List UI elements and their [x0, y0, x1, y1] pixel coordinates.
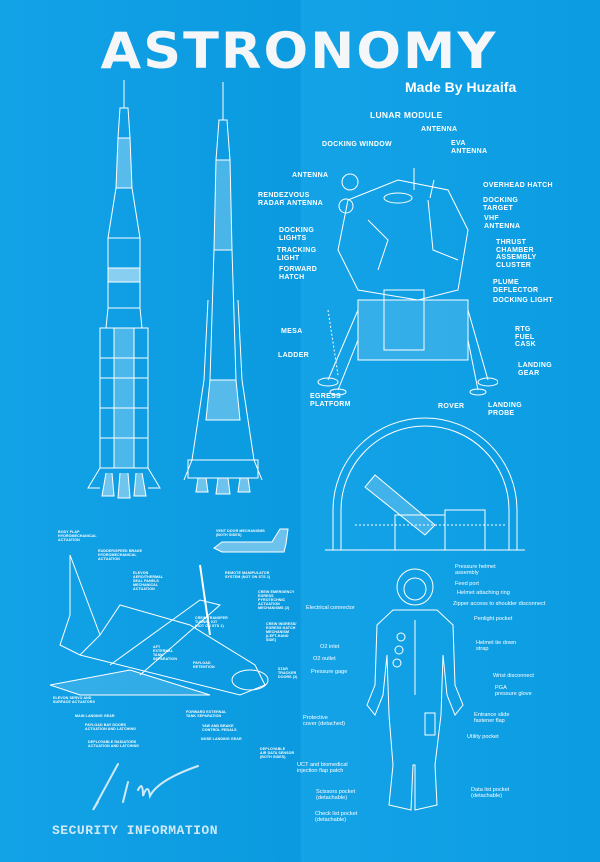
suit-label: Pressure gage [311, 669, 348, 675]
suit-label: UCT and biomedical injection flap patch [297, 762, 348, 775]
suit-label: PGA pressure glove [495, 685, 532, 698]
shuttle-label: REMOTE MANIPULATOR SYSTEM (NOT ON STS 1) [225, 571, 271, 579]
suit-label: Helmet tie down strap [476, 640, 517, 653]
shuttle-label: PAYLOAD BAY DOORS ACTUATION AND LATCHING [85, 723, 137, 731]
shuttle-label: ELEVON AERO/THERMAL SEAL PANELS MECHANIC… [133, 571, 164, 591]
poster-title: ASTRONOMY [100, 22, 498, 80]
suit-label: Protective cover (detached) [303, 715, 345, 728]
lm-label: DOCKING LIGHT [493, 297, 553, 304]
suit-label: Scissors pocket (detachable) [316, 789, 356, 802]
shuttle-label: CREW INGRESS/ EGRESS HATCH MECHANISM (LE… [266, 622, 297, 642]
suit-label: Zipper access to shoulder disconnect [453, 601, 546, 607]
shuttle-label: CREW EMERGENCY EGRESS PYROTECHNIC ACTUAT… [258, 590, 295, 610]
lm-label: DOCKING TARGET [483, 197, 519, 212]
lm-label: ANTENNA [421, 126, 458, 133]
lunar-module-drawing [317, 168, 498, 396]
lm-label: ANTENNA [292, 172, 329, 179]
lm-label: EVA ANTENNA [451, 140, 488, 155]
observatory-dome-drawing [325, 417, 525, 551]
lunar-module-title: LUNAR MODULE [370, 110, 443, 120]
shuttle-label: CREW TRANSFER TUNNEL KIT (NOT ON STS 1) [195, 616, 228, 628]
shuttle-label: PAYLOAD RETENTION [193, 661, 215, 669]
space-shuttle-small-drawing [213, 528, 289, 553]
suit-label: Wrist disconnect [493, 673, 534, 679]
lm-label: TRACKING LIGHT [277, 247, 317, 262]
lm-label: MESA [281, 328, 303, 335]
shuttle-label: BODY FLAP HYDROMECHANICAL ACTUATION [58, 530, 97, 542]
suit-label: O2 inlet [320, 644, 340, 650]
lm-label: RENDEZVOUS RADAR ANTENNA [258, 192, 324, 207]
lm-label: VHF ANTENNA [484, 215, 521, 230]
lm-label: OVERHEAD HATCH [483, 182, 553, 189]
soyuz-rocket-drawing [183, 82, 263, 495]
security-information-stamp: SECURITY INFORMATION [52, 823, 219, 838]
suit-label: Data list pocket (detachable) [471, 787, 510, 800]
signature [92, 763, 199, 811]
suit-label: Pressure helmet assembly [455, 564, 496, 577]
suit-label: Check list pocket (detachable) [315, 811, 358, 824]
shuttle-label: DEPLOYABLE RADIATORS ACTUATION AND LATCH… [88, 740, 140, 748]
shuttle-label: MAIN LANDING GEAR [75, 714, 115, 718]
shuttle-label: AFT EXTERNAL TANK SEPARATION [153, 645, 178, 661]
shuttle-label: RUDDER/SPEED BRAKE HYDROMECHANICAL ACTUA… [98, 549, 143, 561]
shuttle-label: YAW AND BRAKE CONTROL PEDALS [202, 724, 237, 732]
suit-label: Entrance slide fastener flap [474, 712, 510, 725]
space-shuttle-cutaway-drawing [50, 554, 269, 696]
astronaut-suit-drawing [366, 568, 464, 811]
lm-label: RTG FUEL CASK [515, 326, 537, 349]
lm-label: DOCKING LIGHTS [279, 227, 315, 242]
saturn-v-rocket-drawing [87, 80, 161, 499]
shuttle-label: STAR TRACKER DOORS (2) [278, 667, 298, 679]
lm-label: EGRESS PLATFORM [310, 393, 351, 408]
lm-label: LANDING GEAR [518, 362, 552, 377]
suit-label: Electrical connector [306, 605, 355, 611]
shuttle-label: FORWARD EXTERNAL TANK SEPARATION [186, 710, 227, 718]
lm-label: LADDER [278, 352, 309, 359]
shuttle-label: VENT DOOR MECHANISMS (BOTH SIDES) [216, 529, 265, 537]
lm-label: THRUST CHAMBER ASSEMBLY CLUSTER [496, 239, 537, 270]
shuttle-label: DEPLOYABLE AIR DATA SENSOR (BOTH SIDES) [260, 747, 295, 759]
byline: Made By Huzaifa [405, 79, 517, 95]
shuttle-label: ELEVON SERVO AND SURFACE ACTUATORS [53, 696, 95, 704]
suit-label: O2 outlet [313, 656, 336, 662]
lm-label: DOCKING WINDOW [322, 141, 392, 148]
suit-label: Feed port [455, 581, 479, 587]
suit-label: Helmet attaching ring [457, 590, 510, 596]
shuttle-label: NOSE LANDING GEAR [201, 737, 242, 741]
lm-label: PLUME DEFLECTOR [493, 279, 539, 294]
suit-label: Penlight pocket [474, 616, 513, 622]
lm-label: FORWARD HATCH [279, 266, 318, 281]
lm-label: LANDING PROBE [488, 402, 522, 417]
lm-label: ROVER [438, 403, 465, 410]
suit-label: Utility pocket [467, 734, 499, 740]
